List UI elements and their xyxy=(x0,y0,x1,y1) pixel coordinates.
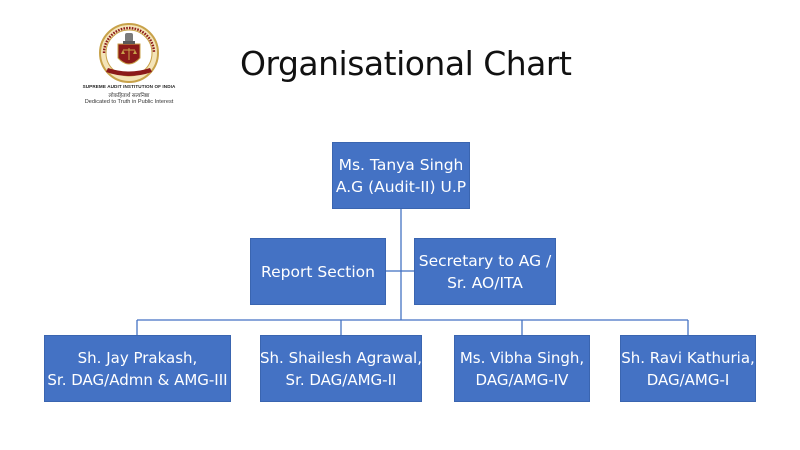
org-node-report-section: Report Section xyxy=(250,238,386,305)
node-designation: Sr. DAG/AMG-II xyxy=(285,370,397,389)
node-designation: DAG/AMG-I xyxy=(646,370,730,389)
node-name: Report Section xyxy=(261,262,375,281)
logo-caption-english: SUPREME AUDIT INSTITUTION OF INDIA xyxy=(82,84,176,89)
logo-caption-hindi: लोकहितार्थ सत्यनिष्ठा xyxy=(108,93,150,99)
node-designation: Sr. DAG/Admn & AMG-III xyxy=(47,370,228,389)
sai-india-logo: SUPREME AUDIT INSTITUTION OF INDIA लोकहि… xyxy=(74,22,184,114)
page-title: Organisational Chart xyxy=(240,44,572,83)
org-node-subordinate-3: Ms. Vibha Singh, DAG/AMG-IV xyxy=(454,335,590,402)
node-name: Secretary to AG / xyxy=(418,251,552,270)
node-name: Ms. Tanya Singh xyxy=(338,155,464,174)
org-node-subordinate-4: Sh. Ravi Kathuria, DAG/AMG-I xyxy=(620,335,756,402)
org-node-subordinate-1: Sh. Jay Prakash, Sr. DAG/Admn & AMG-III xyxy=(44,335,231,402)
node-designation: A.G (Audit-II) U.P xyxy=(335,177,467,196)
org-node-subordinate-2: Sh. Shailesh Agrawal, Sr. DAG/AMG-II xyxy=(260,335,422,402)
node-designation: Sr. AO/ITA xyxy=(447,273,523,292)
node-name: Ms. Vibha Singh, xyxy=(459,348,585,367)
node-name: Sh. Jay Prakash, xyxy=(77,348,198,367)
org-node-accountant-general: Ms. Tanya Singh A.G (Audit-II) U.P xyxy=(332,142,470,209)
node-name: Sh. Ravi Kathuria, xyxy=(621,348,755,367)
logo-tagline: Dedicated to Truth in Public Interest xyxy=(84,99,174,105)
node-designation: DAG/AMG-IV xyxy=(475,370,569,389)
emblem-icon xyxy=(99,23,159,83)
node-name: Sh. Shailesh Agrawal, xyxy=(260,348,422,367)
org-node-secretary: Secretary to AG / Sr. AO/ITA xyxy=(414,238,556,305)
